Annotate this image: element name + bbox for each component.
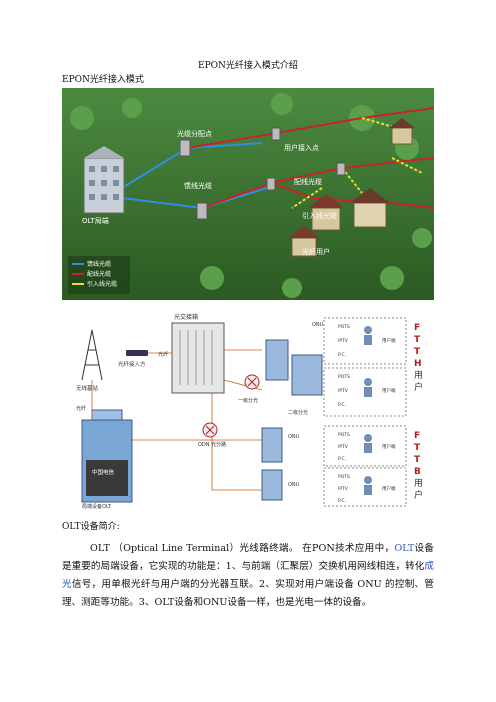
svg-text:POTS: POTS	[338, 324, 350, 330]
svg-text:P.C.: P.C.	[338, 402, 346, 408]
svg-text:用: 用	[414, 370, 423, 381]
odn-splitter-2	[202, 422, 218, 438]
svg-text:T: T	[414, 443, 421, 453]
svg-text:IPTV: IPTV	[338, 444, 349, 450]
section-heading: OLT设备简介:	[62, 522, 120, 532]
para-part-3: 信号，用单根光纤与用户端的分光器互联。2、实现对用户端设备 ONU 的控制、管理…	[62, 579, 434, 608]
svg-text:P.C.: P.C.	[338, 498, 346, 504]
distribution-cable-2	[201, 157, 434, 209]
svg-text:IPTV: IPTV	[338, 486, 349, 492]
doc-title: EPON光纤接入模式介绍	[198, 61, 298, 71]
user-icons	[364, 326, 372, 495]
svg-text:T: T	[414, 335, 421, 345]
svg-text:POTS: POTS	[338, 432, 350, 438]
cross-connect-cabinet: 光交接箱	[171, 313, 225, 394]
svg-text:B: B	[414, 467, 421, 477]
label-fiber-top: 光纤	[158, 351, 168, 358]
ftth-fttb-schematic: 光交接箱 无线基站 光纤接入方 光纤 中国电信 局端设备OLT 光纤 一级分光 …	[62, 310, 434, 510]
label-onu-2: ONU	[288, 434, 300, 440]
svg-text:POTS: POTS	[338, 474, 350, 480]
svg-text:户: 户	[414, 381, 423, 393]
svg-text:F: F	[414, 323, 420, 333]
label-feeder: 馈线光缆	[184, 181, 212, 190]
svg-text:F: F	[414, 431, 420, 441]
radio-mast	[81, 329, 103, 381]
svg-text:用户端: 用户端	[382, 337, 396, 344]
svg-text:P.C.: P.C.	[338, 456, 346, 462]
olt-building	[83, 146, 125, 214]
label-wireless-unit: 光纤接入方	[118, 360, 146, 368]
epon-topology-figure: 光缆分配点 用户接入点 馈线光缆 配线光缆 引入线光缆 光纤用户 OLT局端 馈…	[62, 88, 434, 300]
svg-text:IPTV: IPTV	[338, 388, 349, 394]
svg-text:用: 用	[414, 478, 423, 489]
legend-drop: 引入线光缆	[87, 280, 117, 288]
drop-cable	[291, 117, 423, 209]
figure1-legend: 馈线光缆 配线光缆 引入线光缆	[68, 256, 130, 294]
houses	[288, 118, 415, 257]
svg-text:P.C.: P.C.	[338, 352, 346, 358]
svg-text:户: 户	[414, 489, 423, 501]
olt-description-paragraph: OLT （Optical Line Terminal）光线路终端。 在PON技术…	[62, 540, 434, 612]
label-onu-1: ONU	[312, 322, 324, 328]
fttb-building	[261, 427, 283, 501]
ftth-building	[265, 339, 323, 396]
label-fiber-left: 光纤	[76, 405, 86, 412]
label-distribution: 配线光缆	[294, 177, 322, 186]
central-office-building	[81, 409, 133, 503]
para-part-2: 设备是重要的局端设备，它实现的功能是：1、与前端（汇聚层）交换机用网线相连，转化	[62, 543, 435, 572]
svg-text:IPTV: IPTV	[338, 338, 349, 344]
svg-text:T: T	[414, 455, 421, 465]
svg-text:光交接箱: 光交接箱	[174, 313, 198, 321]
odn-splitter-1	[244, 374, 260, 390]
svg-text:用户端: 用户端	[382, 387, 396, 394]
svg-text:T: T	[414, 347, 421, 357]
svg-text:用户端: 用户端	[382, 485, 396, 492]
legend-distribution: 配线光缆	[87, 270, 111, 278]
svg-text:用户端: 用户端	[382, 443, 396, 450]
olt-link[interactable]: OLT	[394, 543, 415, 554]
label-splitter2: 二级分光	[288, 409, 308, 416]
distribution-cable-3	[271, 182, 434, 209]
label-olt-office: OLT局端	[82, 216, 109, 225]
label-mast: 无线基站	[76, 384, 99, 392]
label-olt-rack: 中国电信	[92, 468, 115, 476]
label-fiber-user: 光纤用户	[302, 247, 330, 256]
label-onu-3: ONU	[288, 482, 300, 488]
distribution-cable	[186, 107, 434, 149]
doc-subtitle: EPON光纤接入模式	[62, 75, 144, 85]
split-boxes	[179, 127, 346, 220]
label-split-point: 光缆分配点	[177, 129, 212, 138]
wireless-unit	[126, 350, 148, 356]
label-drop: 引入线光缆	[302, 211, 337, 220]
legend-feeder: 馈线光缆	[87, 260, 111, 268]
label-central-office: 局端设备OLT	[82, 503, 112, 510]
svg-text:H: H	[414, 359, 422, 369]
optical-link[interactable]: 成光	[62, 561, 434, 590]
svg-text:POTS: POTS	[338, 374, 350, 380]
label-user-access: 用户接入点	[284, 143, 319, 152]
label-splitter1: 一级分光	[238, 397, 258, 404]
label-odn: ODN 光分路	[198, 441, 226, 448]
para-part-1: OLT （Optical Line Terminal）光线路终端。 在PON技术…	[90, 543, 395, 554]
